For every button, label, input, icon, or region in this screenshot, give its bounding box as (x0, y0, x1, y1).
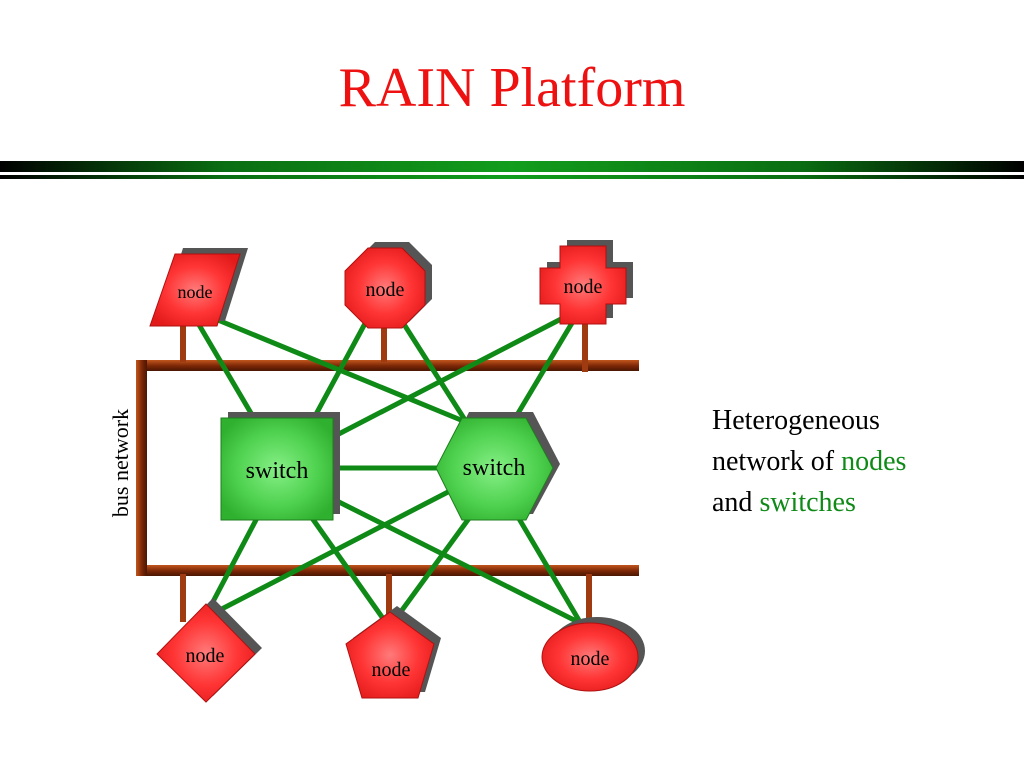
bus-bar-left (136, 360, 147, 576)
switch-links (192, 315, 583, 625)
node-shape (541, 622, 639, 692)
node-label: node (366, 279, 405, 301)
node-shape (539, 245, 627, 325)
node-top-middle: node (344, 242, 432, 329)
link-line (309, 515, 385, 620)
bus-drop (586, 574, 592, 624)
node-top-right: node (539, 240, 633, 325)
caption-highlight-switches: switches (759, 487, 856, 518)
link-line (394, 514, 473, 620)
node-shape (149, 253, 241, 327)
link-line (515, 514, 583, 625)
bus-bar-top (136, 360, 639, 371)
caption-highlight-nodes: nodes (841, 446, 907, 477)
bus-drop (386, 574, 392, 614)
slide-title: RAIN Platform (338, 57, 686, 119)
node-shape (156, 603, 256, 703)
bus-drop (582, 318, 588, 372)
bus-drop (381, 318, 387, 362)
link-line (203, 515, 260, 618)
bus-network (136, 318, 639, 624)
caption-line-3: and switches (712, 482, 1012, 523)
node-bottom-left: node (156, 598, 262, 703)
node-label: node (186, 645, 225, 667)
node-label: node (571, 648, 610, 670)
node-label: node (372, 659, 411, 681)
title-underline-thin (0, 175, 1024, 179)
caption-text: and (712, 487, 760, 518)
link-line (311, 315, 371, 421)
bus-network-label: bus network (108, 409, 133, 517)
title-underline-thick (0, 161, 1024, 172)
switch-shape (220, 417, 334, 521)
switch-shape (435, 417, 554, 521)
bus-drop (180, 318, 186, 362)
node-bottom-middle: node (345, 606, 441, 699)
switch-label: switch (246, 458, 309, 484)
switch-left: switch (220, 412, 340, 521)
bus-bar-bottom (136, 565, 639, 576)
caption-line-2: network of nodes (712, 441, 1012, 482)
link-line (328, 315, 566, 441)
node-shape (344, 247, 426, 329)
bus-drop (180, 574, 186, 622)
link-line (397, 315, 468, 423)
link-line (209, 489, 451, 617)
link-line (192, 315, 261, 428)
node-shape (345, 611, 435, 699)
node-label: node (178, 282, 213, 302)
switch-right: switch (435, 412, 560, 521)
caption-line-1: Heterogeneous (712, 405, 880, 436)
link-line (328, 495, 581, 625)
node-label: node (564, 276, 603, 298)
node-bottom-right: node (541, 617, 645, 692)
caption-text: network of (712, 446, 842, 477)
node-top-left: node (149, 248, 248, 327)
switch-label: switch (463, 455, 526, 481)
link-line (210, 315, 476, 428)
diagram-caption: Heterogeneous network of nodes and switc… (712, 400, 1012, 523)
link-line (511, 315, 578, 423)
